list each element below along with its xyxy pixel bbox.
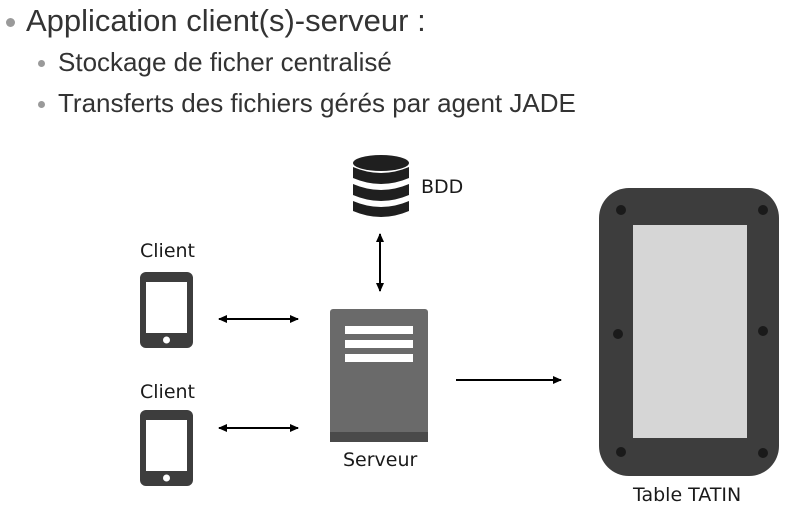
- sub-bullet-transfers: Transferts des fichiers gérés par agent …: [38, 88, 576, 119]
- slide-heading: Application client(s)-serveur :: [26, 3, 426, 38]
- bullet-dot-icon: [38, 101, 45, 108]
- table-label: Table TATIN: [633, 484, 742, 506]
- sub-bullet-text: Transferts des fichiers gérés par agent …: [58, 88, 576, 118]
- client-label: Client: [140, 381, 196, 403]
- main-bullet: Application client(s)-serveur :: [6, 3, 426, 39]
- server-icon: [330, 309, 428, 442]
- database-icon: [353, 155, 409, 217]
- server-label: Serveur: [343, 449, 418, 471]
- bullet-dot-icon: [38, 60, 45, 67]
- client-phone-icon: [140, 410, 193, 486]
- sub-bullet-text: Stockage de ficher centralisé: [58, 47, 392, 77]
- client-phone-icon: [140, 272, 193, 348]
- client-label: Client: [140, 240, 196, 262]
- bullet-dot-icon: [6, 17, 15, 27]
- sub-bullet-storage: Stockage de ficher centralisé: [38, 47, 392, 78]
- tablet-table-icon: [599, 188, 779, 476]
- database-label: BDD: [421, 176, 464, 198]
